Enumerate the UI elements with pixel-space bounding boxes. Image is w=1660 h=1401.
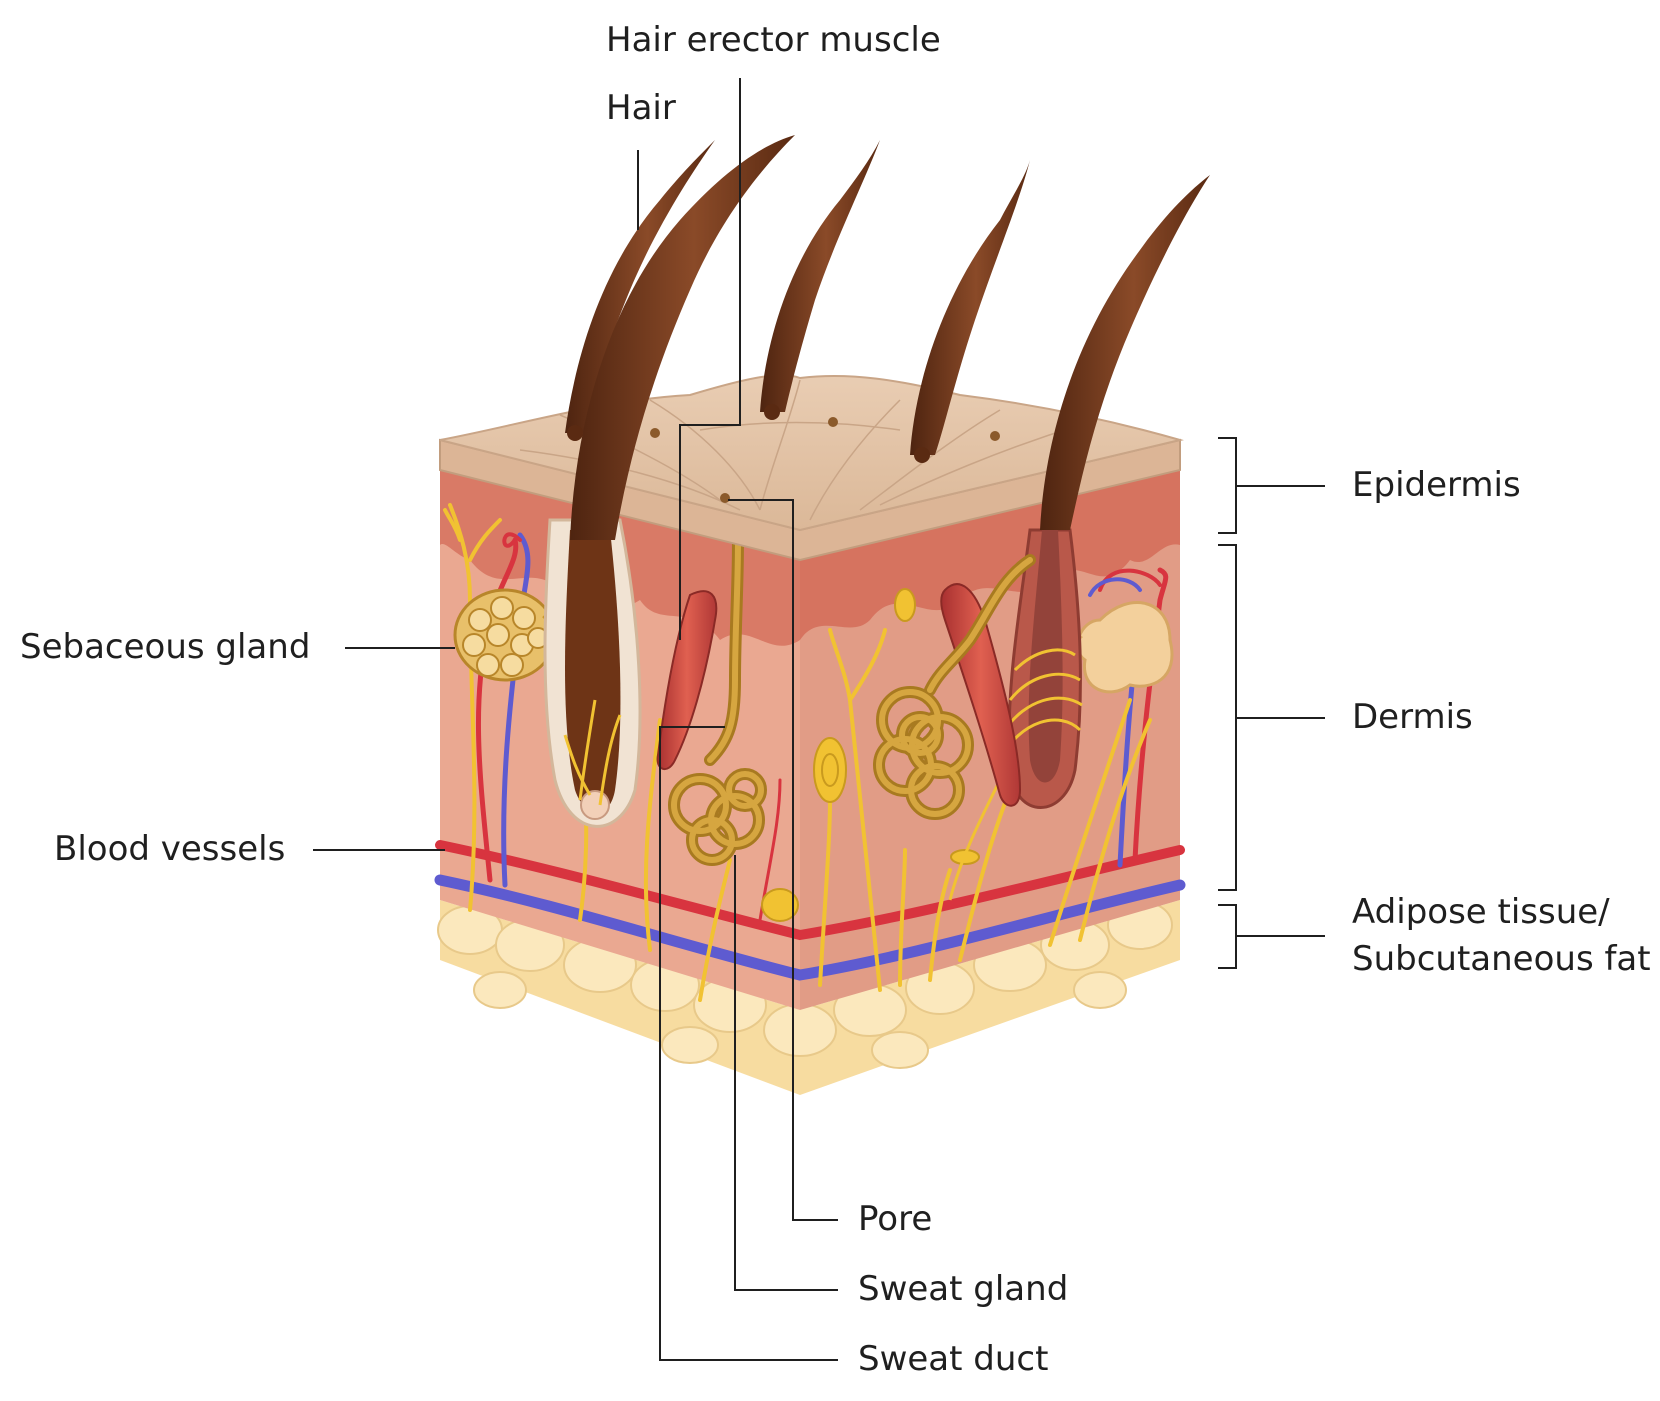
bracket-epidermis xyxy=(1218,437,1237,534)
leader-lines xyxy=(313,78,1325,1361)
hair-erector-muscles xyxy=(656,583,1022,807)
label-epidermis: Epidermis xyxy=(1352,465,1521,505)
sweat-gland-left-inner xyxy=(671,497,764,863)
sebaceous-gland-left xyxy=(453,572,593,682)
label-hair-erector-muscle: Hair erector muscle xyxy=(606,20,941,60)
bracket-dermis xyxy=(1218,544,1237,891)
leader-sweat-duct xyxy=(659,726,838,1361)
leader-sweat-gland xyxy=(734,855,838,1291)
leader-hair-erector-muscle xyxy=(679,78,741,640)
label-blood-vessels: Blood vessels xyxy=(54,829,286,869)
bracket-adipose xyxy=(1218,904,1237,969)
hair-follicle-right xyxy=(948,528,1083,901)
hair-follicle-left xyxy=(543,518,642,828)
label-sebaceous-gland: Sebaceous gland xyxy=(20,627,311,667)
leader-pore xyxy=(728,499,838,1221)
label-adipose-line2: Subcutaneous fat xyxy=(1352,939,1651,979)
hair-shafts xyxy=(565,135,1210,540)
label-dermis: Dermis xyxy=(1352,697,1473,737)
label-adipose-line1: Adipose tissue/ xyxy=(1352,892,1610,932)
label-sweat-gland: Sweat gland xyxy=(858,1269,1069,1309)
label-hair: Hair xyxy=(606,88,676,128)
sweat-gland-right-inner xyxy=(876,557,1033,817)
label-sweat-duct: Sweat duct xyxy=(858,1339,1049,1379)
label-pore: Pore xyxy=(858,1199,933,1239)
sensory-receptors xyxy=(761,588,980,922)
